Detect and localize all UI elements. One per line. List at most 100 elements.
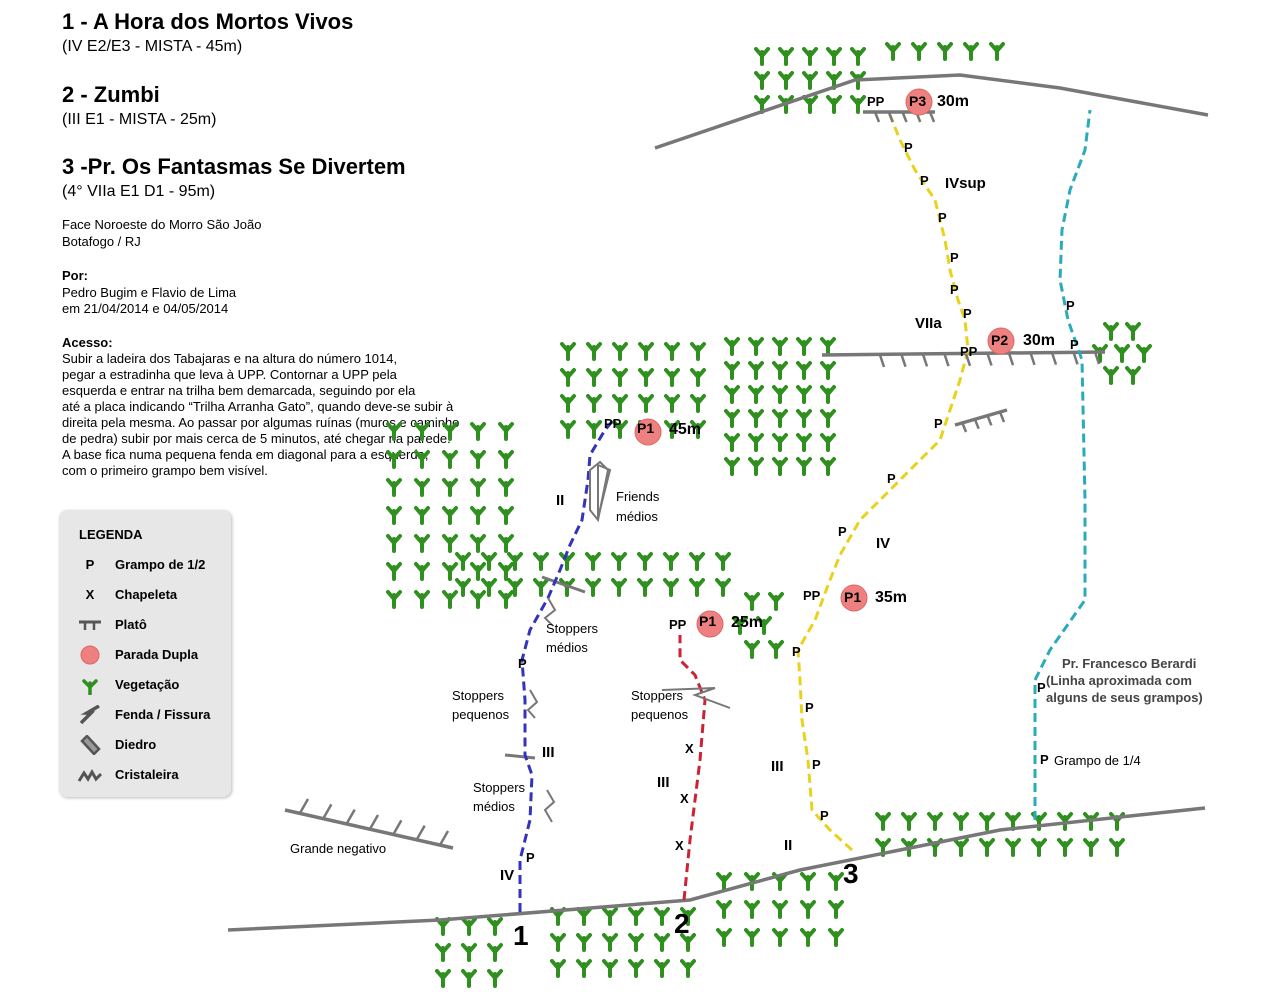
- vegetation-sprig: [820, 385, 836, 404]
- vegetation-sprig: [828, 872, 844, 891]
- access-line: direita pela mesma. Ao passar por alguma…: [62, 415, 460, 430]
- berardi-bolt: P: [1040, 752, 1049, 767]
- vegetation-sprig: [953, 812, 969, 831]
- note-friends: médios: [616, 509, 658, 524]
- vegetation-sprig: [1136, 344, 1152, 363]
- route1-ledge: [541, 575, 586, 594]
- route2-hanger: X: [680, 791, 689, 806]
- ledge-tick: [964, 353, 972, 367]
- anchor-circle: [634, 418, 662, 446]
- vegetation-sprig: [744, 592, 760, 611]
- dihedral-icon: [77, 734, 103, 756]
- vegetation-sprig: [612, 420, 628, 439]
- vegetation-sprig: [796, 433, 812, 452]
- route3-bolt: P: [950, 250, 959, 265]
- ledge-tick: [873, 111, 881, 123]
- vegetation-sprig: [638, 342, 654, 361]
- vegetation-sprig: [663, 552, 679, 571]
- vegetation-sprig: [690, 394, 706, 413]
- vegetation-sprig: [628, 959, 644, 978]
- vegetation-sprig: [748, 385, 764, 404]
- small-ledge: [954, 408, 1008, 427]
- anchor-circle: [987, 327, 1015, 355]
- vegetation-sprig: [586, 420, 602, 439]
- vegetation-sprig: [654, 933, 670, 952]
- route3-bolt: P: [887, 471, 896, 486]
- route1-ledge-small: [504, 753, 536, 760]
- route3-anchor-p2-len: 30m: [1023, 332, 1056, 349]
- vegetation-sprig: [724, 433, 740, 452]
- vegetation-sprig: [772, 409, 788, 428]
- vegetation-sprig: [802, 47, 818, 66]
- vegetation-sprig: [386, 590, 402, 609]
- route3-grade-viia: VIIa: [915, 315, 942, 332]
- legend-panel: LEGENDA P Grampo de 1/2 X Chapeleta Plat…: [59, 510, 231, 797]
- vegetation-sprig: [796, 361, 812, 380]
- vegetation-sprig: [638, 368, 654, 387]
- vegetation-sprig: [748, 433, 764, 452]
- vegetation-sprig: [778, 71, 794, 90]
- vegetation-sprig: [820, 457, 836, 476]
- vegetation-sprig: [772, 457, 788, 476]
- vegetation-sprig: [800, 872, 816, 891]
- vegetation-sprig: [875, 812, 891, 831]
- legend-label: Fenda / Fissura: [115, 707, 211, 722]
- vegetation-sprig: [461, 969, 477, 988]
- vegetation-sprig: [826, 95, 842, 114]
- vegetation-sprig: [470, 534, 486, 553]
- vegetation-sprig: [586, 368, 602, 387]
- berardi-label: Pr. Francesco Berardi: [1062, 656, 1197, 671]
- vegetation-sprig: [487, 917, 503, 936]
- vegetation-sprig: [586, 342, 602, 361]
- crack: [543, 597, 557, 626]
- hanger-icon: X: [85, 587, 95, 602]
- vegetation-sprig: [585, 578, 601, 597]
- note-friends: Friends: [616, 489, 660, 504]
- berardi-label: alguns de seus grampos): [1046, 690, 1203, 705]
- route1-grade-ii: II: [556, 492, 565, 509]
- route3-bolt: P: [805, 700, 814, 715]
- vegetation-sprig: [724, 409, 740, 428]
- vegetation-sprig: [989, 42, 1005, 61]
- vegetation-sprig: [772, 337, 788, 356]
- vegetation-sprig: [689, 578, 705, 597]
- ledge-tick: [928, 111, 936, 123]
- vegetation-sprig: [744, 900, 760, 919]
- berardi-line: [1033, 109, 1092, 820]
- vegetation-sprig: [690, 368, 706, 387]
- crystal-icon: [77, 765, 103, 785]
- route3-grade: (4° VIIa E1 D1 - 95m): [62, 183, 216, 200]
- vegetation-sprig: [498, 534, 514, 553]
- vegetation-sprig: [796, 457, 812, 476]
- route1-line: [518, 417, 617, 912]
- route3-bolt: P: [963, 306, 972, 321]
- vegetation-sprig: [560, 368, 576, 387]
- berardi-bolt: P: [1037, 680, 1046, 695]
- route3-anchor-p3-len: 30m: [937, 93, 970, 110]
- ledge-tick: [901, 111, 908, 123]
- berardi-label: (Linha aproximada com: [1046, 673, 1192, 688]
- route2-line: [678, 635, 707, 901]
- vegetation-sprig: [963, 42, 979, 61]
- vegetation-sprig: [828, 900, 844, 919]
- vegetation-sprig: [386, 534, 402, 553]
- route2-grade-iii: III: [657, 774, 670, 791]
- vegetation-sprig: [744, 928, 760, 947]
- route3-anchor-p1-len: 35m: [875, 589, 908, 606]
- ledge-tick: [392, 819, 403, 835]
- vegetation-sprig: [638, 394, 654, 413]
- route3-bolt: P: [904, 140, 913, 155]
- vegetation-sprig: [481, 552, 497, 571]
- vegetation-sprig: [442, 562, 458, 581]
- vegetation-sprig: [442, 450, 458, 469]
- vegetation-sprig: [386, 506, 402, 525]
- vegetation-sprig: [654, 907, 670, 926]
- base-number-1: 1: [513, 920, 529, 951]
- legend-label: Diedro: [115, 737, 157, 752]
- vegetation-sprig: [732, 616, 748, 635]
- vegetation-sprig: [927, 812, 943, 831]
- vegetation-sprig: [664, 342, 680, 361]
- route3-grade-iv: IV: [876, 535, 891, 552]
- vegetation-sprig: [461, 943, 477, 962]
